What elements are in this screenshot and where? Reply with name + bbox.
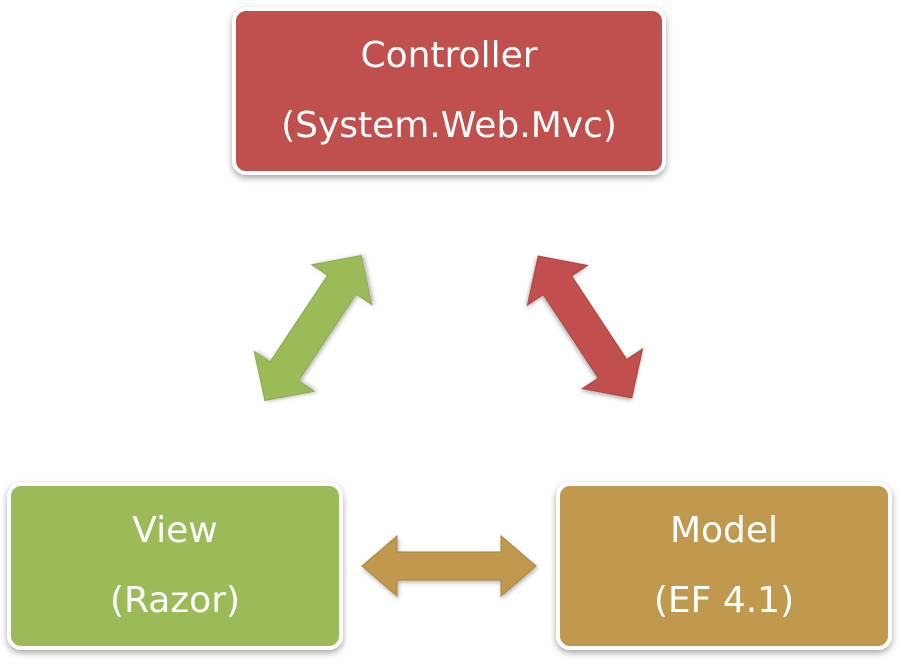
model-subtitle: (EF 4.1) xyxy=(653,580,795,621)
controller-subtitle: (System.Web.Mvc) xyxy=(281,105,617,146)
controller-model-double-arrow xyxy=(526,255,644,399)
model-box: Model (EF 4.1) xyxy=(556,482,892,650)
controller-box: Controller (System.Web.Mvc) xyxy=(232,7,666,175)
view-title: View xyxy=(132,510,218,551)
view-controller-double-arrow xyxy=(253,254,373,402)
controller-title: Controller xyxy=(360,35,538,76)
view-box: View (Razor) xyxy=(7,482,343,650)
view-subtitle: (Razor) xyxy=(109,580,241,621)
view-model-double-arrow xyxy=(361,534,537,598)
model-title: Model xyxy=(669,510,779,551)
